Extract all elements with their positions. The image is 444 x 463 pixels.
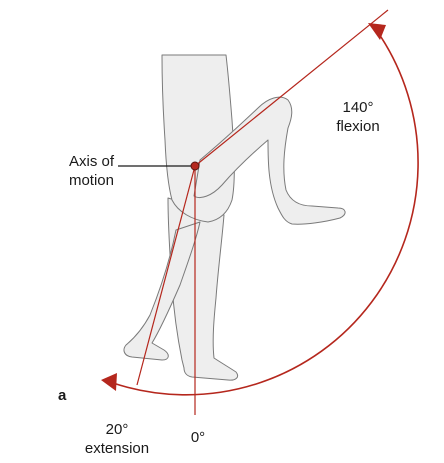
extension-label: 20° extension (62, 420, 172, 458)
arc-arrowhead-bottom (101, 373, 117, 391)
extension-word: extension (62, 439, 172, 458)
panel-letter: a (58, 386, 66, 405)
arc-arrowhead-top (368, 23, 386, 40)
range-of-motion-arc (113, 31, 418, 395)
flexion-label: 140° flexion (318, 98, 398, 136)
standing-leg-illustration (124, 198, 238, 380)
axis-label-line-2: motion (24, 171, 114, 190)
axis-of-motion-label: Axis of motion (24, 152, 114, 190)
axis-of-motion-pivot (191, 162, 199, 170)
neutral-angle-label: 0° (180, 428, 216, 447)
extension-angle: 20° (62, 420, 172, 439)
flexion-angle: 140° (318, 98, 398, 117)
flexion-word: flexion (318, 117, 398, 136)
axis-label-line-1: Axis of (24, 152, 114, 171)
